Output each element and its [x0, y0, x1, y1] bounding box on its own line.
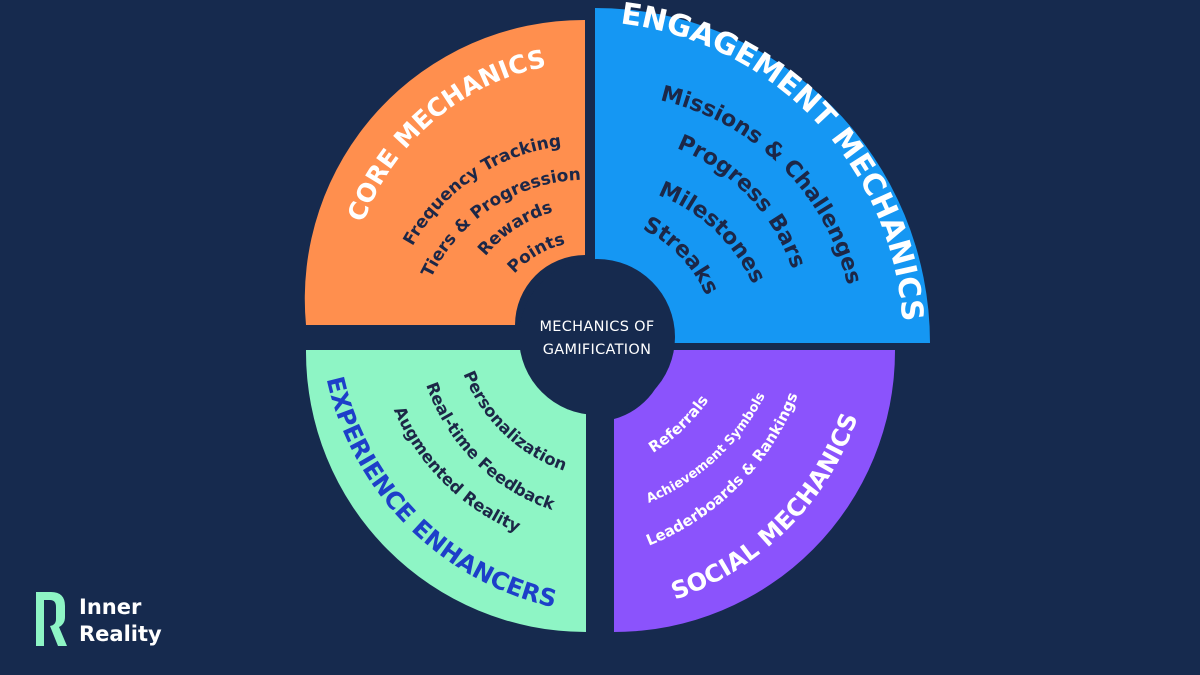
logo-r-icon [36, 592, 67, 646]
core-mechanics-sector [304, 19, 585, 325]
center-title-line2: GAMIFICATION [543, 342, 651, 358]
experience-enhancers-sector [305, 350, 586, 632]
engagement-mechanics-sector [595, 8, 930, 343]
center-title-line1: MECHANICS OF [539, 319, 654, 335]
logo-text-inner: Inner [79, 595, 142, 619]
center-hub [519, 259, 675, 415]
social-mechanics-sector [614, 350, 896, 632]
inner-reality-logo: Inner Reality [36, 592, 162, 646]
logo-text-reality: Reality [79, 622, 162, 646]
